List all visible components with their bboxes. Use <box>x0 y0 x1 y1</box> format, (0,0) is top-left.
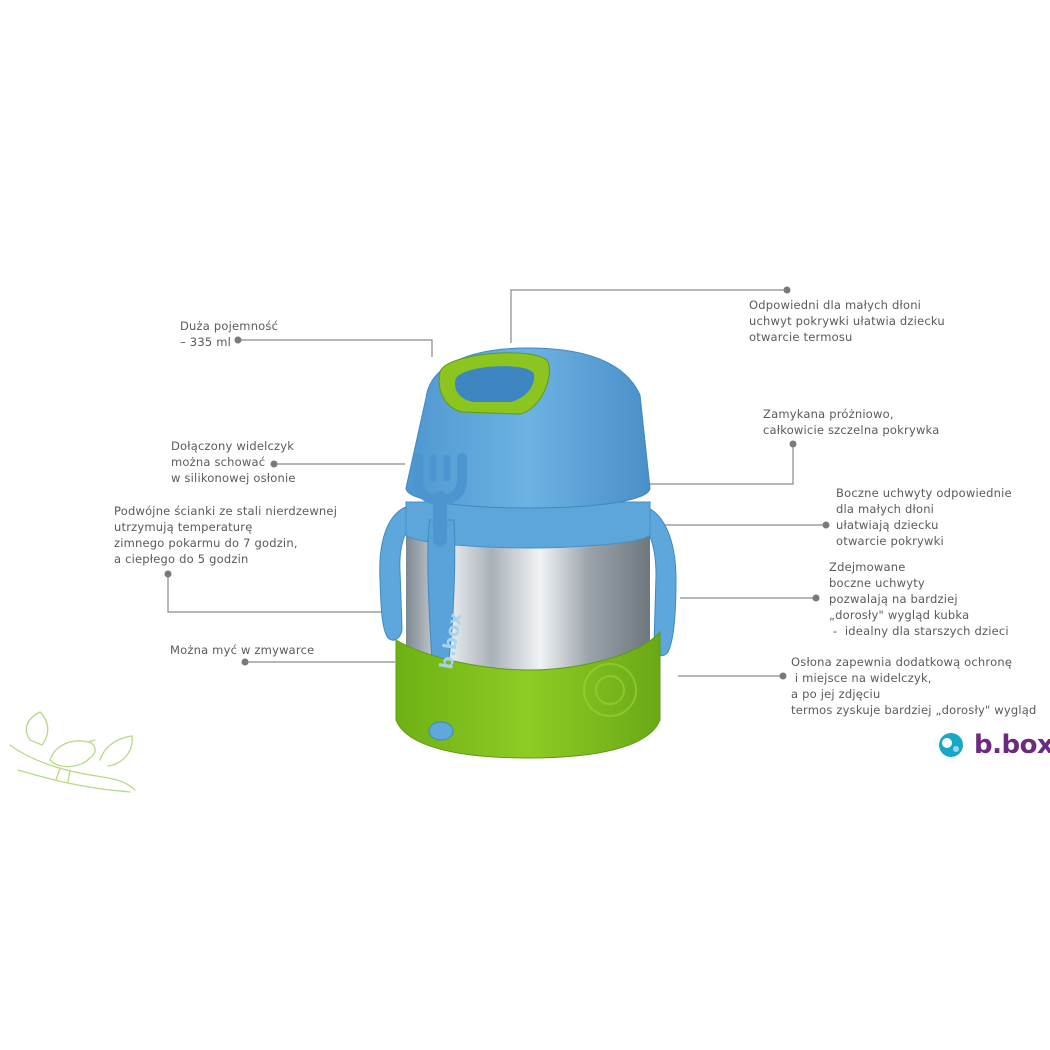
callout-removable-handles-line3: pozwalają na bardziej <box>829 592 958 606</box>
callout-fork-line3: w silikonowej osłonie <box>171 471 296 485</box>
fork <box>413 453 467 547</box>
callout-double-wall-line2: utrzymują temperaturę <box>114 520 253 534</box>
callout-side-handles-line1: Boczne uchwyty odpowiednie <box>836 486 1012 500</box>
callout-handle-lid: Odpowiedni dla małych dłoni uchwyt pokry… <box>749 297 945 345</box>
leader-capacity <box>238 339 433 357</box>
callout-double-wall-line4: a ciepłego do 5 godzin <box>114 552 249 566</box>
brand-name: b.box <box>974 730 1050 760</box>
callout-dishwasher: Można myć w zmywarce <box>170 642 314 658</box>
callout-fork-line2: można schować <box>171 455 266 469</box>
callout-capacity: Duża pojemność – 335 ml <box>180 318 278 350</box>
callout-side-handles-line2: dla małych dłoni <box>836 502 935 516</box>
callout-sleeve-line4: termos zyskuje bardziej „dorosły" wygląd <box>791 703 1037 717</box>
right-side-handle <box>639 504 677 657</box>
handle-collar <box>405 501 651 549</box>
leader-lines <box>167 289 826 677</box>
callout-vacuum-lid-line2: całkowicie szczelna pokrywka <box>763 423 940 437</box>
lid-handle-hole <box>454 366 535 402</box>
leader-handle-lid <box>510 289 787 343</box>
callout-dishwasher-line1: Można myć w zmywarce <box>170 643 315 657</box>
callout-removable-handles: Zdejmowane boczne uchwyty pozwalają na b… <box>829 559 1009 639</box>
callout-sleeve-line3: a po jej zdjęciu <box>791 687 881 701</box>
callout-sleeve-line1: Osłona zapewnia dodatkową ochronę <box>791 655 1013 669</box>
callout-removable-handles-line2: boczne uchwyty <box>829 576 925 590</box>
left-side-handle <box>379 504 415 641</box>
callout-vacuum-lid: Zamykana próżniowo, całkowicie szczelna … <box>763 406 939 438</box>
sleeve-button <box>428 721 454 741</box>
callout-vacuum-lid-line1: Zamykana próżniowo, <box>763 407 894 421</box>
callout-capacity-line1: Duża pojemność <box>180 319 279 333</box>
sleeve-emblem-inner <box>595 675 625 705</box>
bird-sketch-decoration <box>9 711 136 793</box>
callout-side-handles: Boczne uchwyty odpowiednie dla małych dł… <box>836 485 1012 549</box>
callout-sleeve-line2: i miejsce na widelczyk, <box>791 671 932 685</box>
callout-capacity-line2: – 335 ml <box>180 335 232 349</box>
callout-fork: Dołączony widelczyk można schować w sili… <box>171 438 296 486</box>
callout-handle-lid-line1: Odpowiedni dla małych dłoni <box>749 298 922 312</box>
leader-vacuum-lid <box>650 444 794 485</box>
callout-sleeve: Osłona zapewnia dodatkową ochronę i miej… <box>791 654 1037 718</box>
sleeve-emblem-ring <box>583 663 637 717</box>
brand-logo-mark <box>939 733 963 757</box>
callout-removable-handles-line4: „dorosły" wygląd kubka <box>829 608 970 622</box>
callout-handle-lid-line2: uchwyt pokrywki ułatwia dziecku <box>749 314 945 328</box>
callout-double-wall: Podwójne ścianki ze stali nierdzewnej ut… <box>114 503 337 567</box>
leader-dots <box>164 286 830 680</box>
callout-fork-line1: Dołączony widelczyk <box>171 439 295 453</box>
callout-removable-handles-line5: - idealny dla starszych dzieci <box>829 624 1009 638</box>
callout-side-handles-line4: otwarcie pokrywki <box>836 534 944 548</box>
thermos-illustration: b.box <box>379 347 677 759</box>
callout-handle-lid-line3: otwarcie termosu <box>749 330 853 344</box>
callout-removable-handles-line1: Zdejmowane <box>829 560 906 574</box>
steel-body <box>406 530 650 690</box>
green-sleeve <box>395 630 661 759</box>
leader-double-wall <box>167 574 382 613</box>
callout-side-handles-line3: ułatwiają dziecku <box>836 518 939 532</box>
callout-double-wall-line1: Podwójne ścianki ze stali nierdzewnej <box>114 504 338 518</box>
callout-double-wall-line3: zimnego pokarmu do 7 godzin, <box>114 536 298 550</box>
